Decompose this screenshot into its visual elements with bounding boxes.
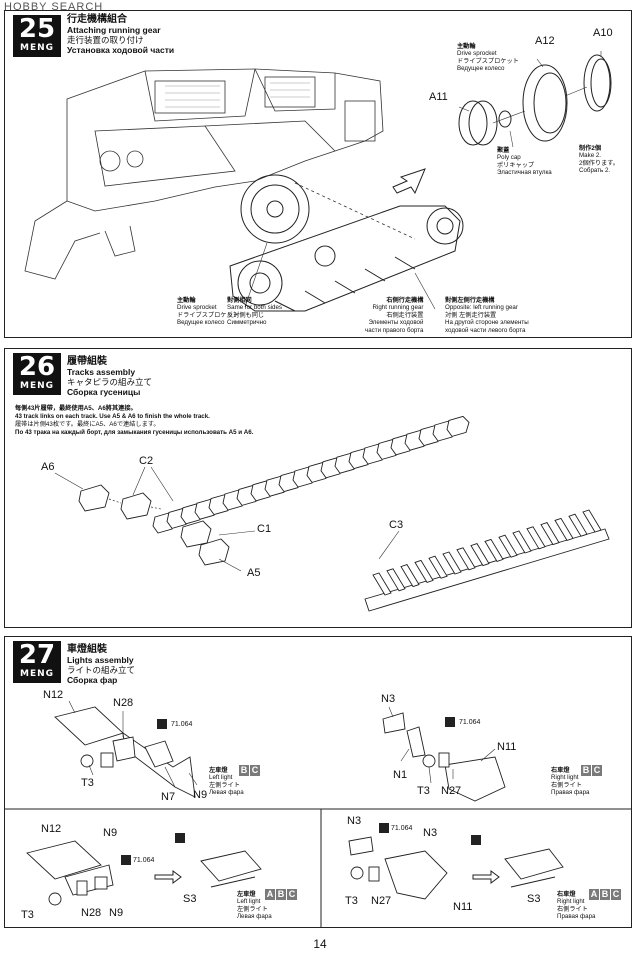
step-number: 27 — [18, 640, 56, 670]
step-26-badge: 26 MENG — [13, 353, 61, 395]
sprue-gate — [484, 538, 504, 562]
left-light-label: 左車燈 Left light 左側ライト Левая фара — [209, 767, 244, 797]
part-label-a10: A10 — [593, 27, 613, 39]
sprue-gate — [568, 513, 588, 537]
part-label-n9: N9 — [103, 827, 118, 839]
brand-logo: MENG — [19, 669, 55, 679]
sprue-gate — [442, 551, 462, 575]
part-label-n11: N11 — [497, 741, 517, 753]
part-label-n12: N12 — [43, 689, 64, 701]
part-label-n9: N9 — [193, 789, 208, 801]
step-27-titles: 車燈組裝 Lights assembly ライトの組み立て Сборка фар — [67, 644, 136, 686]
sprue-gate — [540, 522, 560, 546]
part-label-n3: N3 — [423, 827, 438, 839]
part-label-s3: S3 — [183, 893, 197, 905]
title-jp: キャタピラの組み立て — [67, 377, 153, 387]
step-26-notes: 每側43片履帶，最終使用A5、A6將其連接。 43 track links on… — [15, 405, 254, 436]
drive-sprocket-label: 主動輪 Drive sprocket ドライブスプロケット Ведущее ко… — [457, 43, 519, 73]
title-jp: ライトの組み立て — [67, 665, 136, 675]
brand-logo: MENG — [19, 381, 55, 391]
right-light-label: 右車燈 Right light 右側ライト Правая фара — [557, 891, 596, 921]
step-27-panel: 27 MENG 車燈組裝 Lights assembly ライトの組み立て Сб… — [4, 636, 632, 928]
title-en: Lights assembly — [67, 655, 134, 665]
paint-code-label: 71.064 — [391, 825, 413, 832]
part-label-n7: N7 — [161, 791, 176, 803]
part-label-t3: T3 — [417, 785, 430, 797]
same-both-sides-label: 對側相同 Same for both sides 反対側も同じ Симметри… — [227, 297, 283, 327]
part-label-n11: N11 — [453, 901, 473, 913]
part-label-a6: A6 — [41, 461, 55, 473]
title-cn: 履帶組裝 — [67, 356, 107, 367]
part-label-c2: C2 — [139, 455, 154, 467]
part-label-a12: A12 — [535, 35, 555, 47]
step-number: 26 — [18, 352, 56, 382]
page-number: 14 — [313, 937, 327, 951]
brand-logo: MENG — [19, 43, 55, 53]
step-27-drawing — [5, 700, 631, 927]
part-label-s3: S3 — [527, 893, 541, 905]
make-two-label: 制作2個 Make 2. 2個作ります。 Собрать 2. — [579, 145, 619, 175]
paint-code-label: 71.064 — [459, 719, 481, 726]
opposite-running-gear-label: 對側左側行走機構 Opposite: left running gear 対側 … — [445, 297, 529, 334]
part-label-c1: C1 — [257, 523, 272, 535]
part-label-t3: T3 — [345, 895, 358, 907]
part-label-t3: T3 — [21, 909, 34, 921]
part-label-a11: A11 — [429, 91, 448, 103]
sprue-gate — [400, 564, 420, 588]
right-running-gear-label: 右側行走機構 Right running gear 右側走行装置 Элемент… — [365, 297, 424, 334]
part-label-n3: N3 — [347, 815, 362, 827]
left-light-label: 左車燈 Left light 左側ライト Левая фара — [237, 891, 272, 921]
sprue-gate — [554, 517, 574, 541]
track-link — [446, 415, 470, 437]
part-label-c3: C3 — [389, 519, 404, 531]
title-cn: 車燈組裝 — [67, 644, 107, 655]
step-25-badge: 25 MENG — [13, 15, 61, 57]
sprue-gate — [526, 526, 546, 550]
title-jp: 走行装置の取り付け — [67, 35, 144, 45]
title-en: Tracks assembly — [67, 367, 136, 377]
part-label-n28: N28 — [81, 907, 102, 919]
part-label-n9: N9 — [109, 907, 124, 919]
sprue-gate — [498, 534, 518, 558]
part-label-n27: N27 — [441, 785, 462, 797]
paint-code-label: 71.064 — [133, 857, 155, 864]
title-ru: Сборка гусеницы — [67, 387, 141, 397]
title-ru: Установка ходовой части — [67, 45, 175, 55]
part-label-t3: T3 — [81, 777, 94, 789]
step-26-drawing — [54, 415, 610, 612]
poly-cap-label: 聚蓋 Poly cap ポリキャップ Эластичная втулка — [497, 147, 552, 177]
sprue-gate — [470, 543, 490, 567]
sprue-gate — [582, 509, 602, 533]
drive-sprocket-bottom-label: 主動輪 Drive sprocket ドライブスプロケット Ведущее ко… — [177, 297, 239, 327]
step-26-panel: 26 MENG 履帶組裝 Tracks assembly キャタピラの組み立て … — [4, 348, 632, 628]
part-label-n27: N27 — [371, 895, 392, 907]
title-en: Attaching running gear — [67, 25, 161, 35]
part-label-n28: N28 — [113, 697, 134, 709]
sprue-gate — [414, 559, 434, 583]
right-light-label: 右車燈 Right light 右側ライト Правая фара — [551, 767, 590, 797]
step-number: 25 — [18, 14, 56, 44]
part-label-n12: N12 — [41, 823, 62, 835]
sprue-gate — [386, 568, 406, 592]
part-label-a5: A5 — [247, 567, 261, 579]
title-cn: 行走機構組合 — [67, 14, 127, 25]
sprue-gate — [456, 547, 476, 571]
step-25-drawing — [24, 51, 612, 312]
step-25-panel: 25 MENG 行走機構組合 Attaching running gear 走行… — [4, 10, 632, 338]
title-ru: Сборка фар — [67, 675, 118, 685]
sprue-gate — [372, 572, 392, 596]
step-25-titles: 行走機構組合 Attaching running gear 走行装置の取り付け … — [67, 14, 175, 56]
paint-code-label: 71.064 — [171, 721, 193, 728]
part-label-n3: N3 — [381, 693, 396, 705]
part-label-n1: N1 — [393, 769, 408, 781]
step-26-titles: 履帶組裝 Tracks assembly キャタピラの組み立て Сборка г… — [67, 356, 153, 398]
sprue-gate — [428, 555, 448, 579]
sprue-gate — [512, 530, 532, 554]
step-27-badge: 27 MENG — [13, 641, 61, 683]
